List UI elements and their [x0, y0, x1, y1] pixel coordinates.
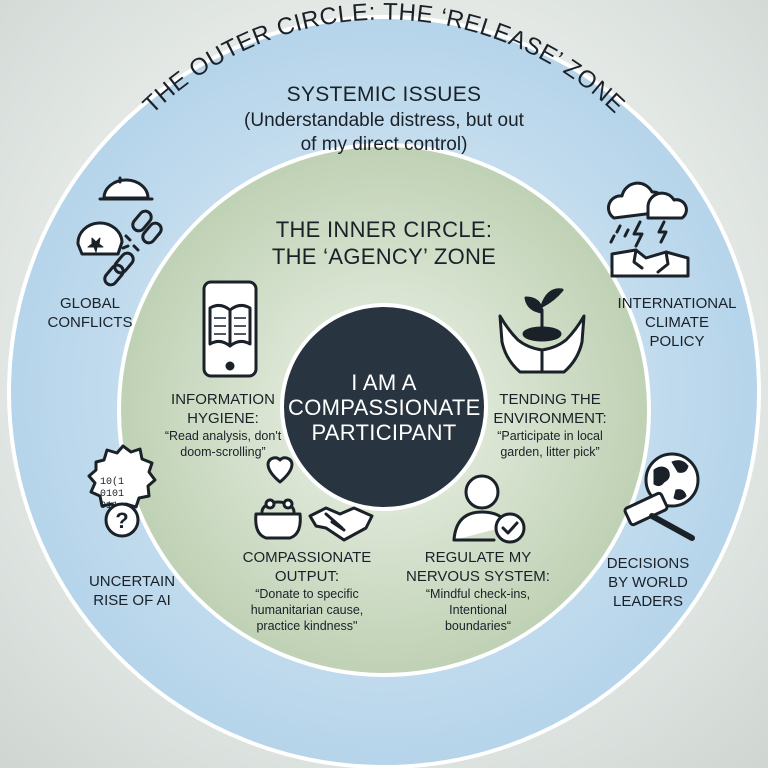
inner-circle-title: THE INNER CIRCLE: THE ‘AGENCY’ ZONE: [234, 216, 534, 270]
item-quote: “Participate in local: [497, 429, 603, 443]
inner-item-information-hygiene: INFORMATION HYGIENE: “Read analysis, don…: [138, 390, 308, 460]
item-heading: COMPASSIONATE: [242, 549, 372, 566]
item-label-line: INTERNATIONAL: [617, 295, 737, 312]
item-quote: “Mindful check-ins,: [425, 587, 531, 601]
center-line: COMPASSIONATE: [288, 395, 481, 420]
outer-item-climate-policy: INTERNATIONAL CLIMATE POLICY: [602, 294, 752, 351]
item-label-line: POLICY: [649, 333, 705, 350]
item-heading: HYGIENE:: [187, 410, 259, 427]
item-quote: doom-scrolling”: [180, 445, 266, 459]
item-heading: TENDING THE: [499, 391, 601, 408]
outer-item-global-conflicts: GLOBAL CONFLICTS: [30, 294, 150, 332]
item-heading: NERVOUS SYSTEM:: [406, 568, 550, 585]
svg-text:0101: 0101: [100, 489, 124, 500]
center-line: I AM A: [351, 370, 417, 395]
svg-text:?: ?: [115, 508, 128, 533]
item-quote: humanitarian cause,: [250, 603, 364, 617]
inner-item-tending-environment: TENDING THE ENVIRONMENT: “Participate in…: [470, 390, 630, 460]
storm-cracked-earth-icon: [607, 181, 690, 278]
tablet-book-icon: [202, 280, 258, 378]
outer-note: (Understandable distress, but out of my …: [214, 109, 554, 157]
center-circle: [280, 303, 488, 511]
item-label-line: BY WORLD: [608, 574, 688, 591]
outer-note-line: (Understandable distress, but out: [244, 110, 524, 131]
item-heading: INFORMATION: [171, 391, 275, 408]
item-label-line: LEADERS: [612, 593, 684, 610]
item-quote: Intentional: [449, 603, 507, 617]
item-label-line: GLOBAL: [59, 295, 121, 312]
item-label-line: CLIMATE: [645, 314, 709, 331]
item-quote: “Donate to specific: [255, 587, 359, 601]
item-label-line: RISE OF AI: [93, 592, 171, 609]
item-heading: ENVIRONMENT:: [493, 410, 607, 427]
center-label: I AM A COMPASSIONATE PARTICIPANT: [288, 370, 480, 445]
outer-item-world-leaders: DECISIONS BY WORLD LEADERS: [588, 554, 708, 611]
inner-item-compassionate-output: COMPASSIONATE OUTPUT: “Donate to specifi…: [232, 548, 382, 634]
center-line: PARTICIPANT: [311, 420, 457, 445]
binary-gear-question-icon: 10(1 0101 011 ?: [87, 444, 157, 538]
person-check-icon: [452, 474, 526, 544]
inner-title-line: THE INNER CIRCLE:: [275, 217, 493, 242]
inner-title-line: THE ‘AGENCY’ ZONE: [271, 244, 497, 269]
svg-text:011: 011: [100, 501, 118, 512]
globe-gavel-icon: [623, 452, 700, 541]
helmets-broken-chain-icon: [76, 176, 163, 287]
item-label-line: UNCERTAIN: [88, 573, 176, 590]
heart-purse-handshake-icon: [254, 456, 374, 542]
item-quote: “Read analysis, don't: [164, 429, 282, 443]
inner-item-regulate-nervous-system: REGULATE MY NERVOUS SYSTEM: “Mindful che…: [398, 548, 558, 634]
outer-item-rise-of-ai: UNCERTAIN RISE OF AI: [72, 572, 192, 610]
hands-seedling-icon: [498, 288, 586, 374]
svg-text:10(1: 10(1: [100, 476, 124, 488]
item-heading: REGULATE MY: [424, 549, 532, 566]
item-label-line: CONFLICTS: [47, 314, 133, 331]
outer-subtitle: SYSTEMIC ISSUES: [286, 83, 482, 106]
outer-note-line: of my direct control): [300, 134, 468, 155]
item-quote: garden, litter pick”: [500, 445, 600, 459]
item-quote: practice kindness": [256, 619, 358, 633]
item-heading: OUTPUT:: [274, 568, 340, 585]
item-label-line: DECISIONS: [606, 555, 690, 572]
item-quote: boundaries“: [444, 619, 511, 633]
